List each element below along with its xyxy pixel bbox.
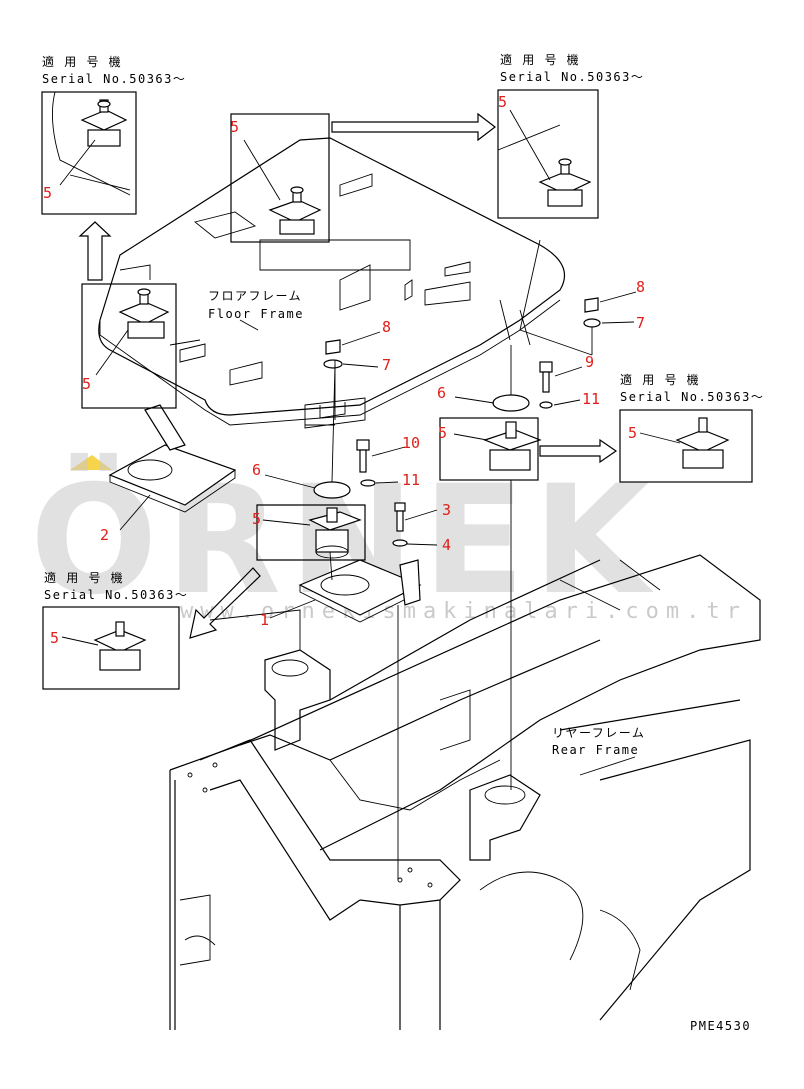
drawing-code: PME4530: [690, 1019, 751, 1033]
callout-3: 3: [442, 501, 451, 519]
callout-11: 11: [402, 471, 420, 489]
callout-6: 6: [252, 461, 261, 479]
serial-note-jp: 適 用 号 機: [620, 372, 700, 387]
detail-box-top-center: [230, 113, 330, 243]
callout-9: 9: [585, 353, 594, 371]
detail-box-bottom-left: [42, 606, 180, 690]
rear-frame-label-jp: リヤーフレーム: [552, 726, 645, 740]
detail-box-right: [619, 409, 753, 483]
serial-note-en: Serial No.50363～: [620, 390, 764, 404]
callout-5: 5: [230, 118, 239, 136]
callout-10: 10: [402, 434, 420, 452]
callout-5: 5: [252, 510, 261, 528]
floor-frame-label-jp: フロアフレーム: [208, 289, 302, 303]
arrows: [78, 112, 618, 639]
assembly-boxes: [256, 417, 539, 561]
part-1-bracket: [298, 559, 422, 623]
callout-11: 11: [582, 390, 600, 408]
serial-note-jp: 適 用 号 機: [42, 54, 122, 69]
serial-note-en: Serial No.50363～: [42, 72, 186, 86]
detail-box-top-right: [497, 89, 599, 219]
callout-5: 5: [498, 93, 507, 111]
callout-1: 1: [260, 611, 269, 629]
detail-box-left: [81, 264, 201, 409]
serial-note-jp: 適 用 号 機: [44, 570, 124, 585]
callout-8: 8: [636, 278, 645, 296]
callout-7: 7: [382, 356, 391, 374]
callouts: 5 5 5 5 5 5 5 5 8 7 8 7 9 11 6 6 10 11 3…: [43, 93, 645, 647]
callout-5: 5: [628, 424, 637, 442]
callout-4: 4: [442, 536, 451, 554]
frame-labels: フロアフレーム Floor Frame リヤーフレーム Rear Frame: [208, 289, 645, 757]
callout-5: 5: [438, 424, 447, 442]
watermark-url: www.ornekismakinalari.com.tr: [180, 599, 747, 624]
part-5-mount-right: [483, 394, 542, 471]
serial-note-en: Serial No.50363～: [500, 70, 644, 84]
callout-2: 2: [100, 526, 109, 544]
callout-8: 8: [382, 318, 391, 336]
serial-note-jp: 適 用 号 機: [500, 52, 580, 67]
leader-lines: [59, 109, 681, 880]
hardware: [323, 297, 601, 547]
callout-7: 7: [636, 314, 645, 332]
rear-frame: [169, 554, 761, 1030]
rear-frame-label-en: Rear Frame: [552, 743, 639, 757]
callout-5: 5: [43, 184, 52, 202]
part-2-bracket: [108, 404, 237, 513]
callout-5: 5: [50, 629, 59, 647]
serial-notes: 適 用 号 機 Serial No.50363～ 適 用 号 機 Serial …: [42, 52, 764, 602]
callout-5: 5: [82, 375, 91, 393]
floor-frame-label-en: Floor Frame: [208, 307, 304, 321]
floor-frame: [98, 137, 565, 429]
detail-box-top-left: [41, 91, 137, 215]
serial-note-en: Serial No.50363～: [44, 588, 188, 602]
callout-6: 6: [437, 384, 446, 402]
part-5-mount-center: [308, 481, 362, 559]
